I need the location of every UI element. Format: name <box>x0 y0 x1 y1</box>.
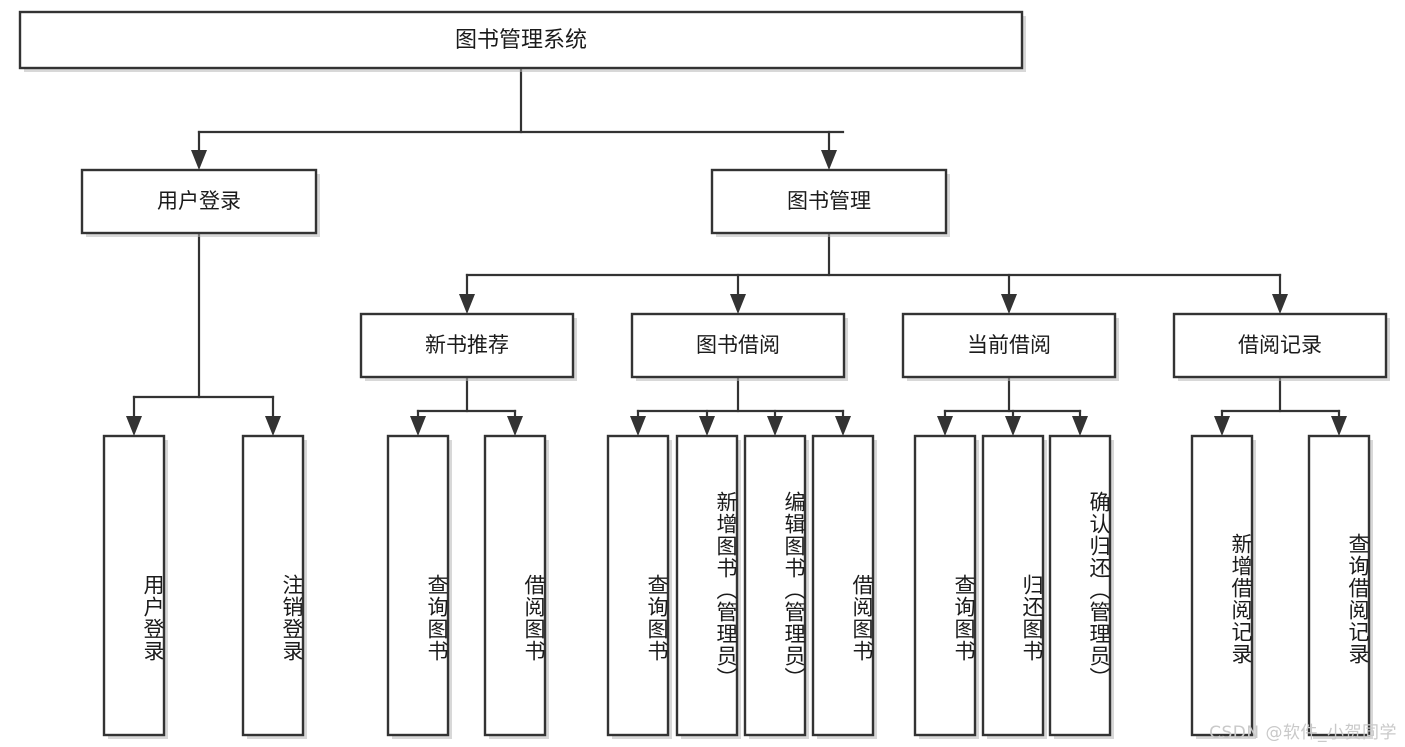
arrow-to-book-borrow <box>730 294 746 314</box>
leaf-query-book-1[interactable] <box>386 434 452 739</box>
arrow-to-book-manage <box>821 150 837 170</box>
leaf-borrow-book-1-box[interactable] <box>483 434 547 737</box>
arrow-leaf-confirm-return <box>1072 416 1088 436</box>
leaf-logout[interactable] <box>241 434 307 739</box>
current-borrow-label: 当前借阅 <box>967 333 1051 357</box>
node-new-book-recommend[interactable]: 新书推荐 <box>359 312 577 381</box>
leaf-query-record-box[interactable] <box>1307 434 1371 737</box>
node-user-login[interactable]: 用户登录 <box>80 168 320 237</box>
leaf-confirm-return[interactable] <box>1048 434 1114 739</box>
node-current-borrow[interactable]: 当前借阅 <box>901 312 1119 381</box>
leaf-add-record-box[interactable] <box>1190 434 1254 737</box>
leaf-query-record[interactable] <box>1307 434 1373 739</box>
leaf-user-login[interactable] <box>102 434 168 739</box>
leaf-query-book-3[interactable] <box>913 434 979 739</box>
arrow-leaf-query-book-2 <box>630 416 646 436</box>
arrow-leaf-query-book-3 <box>937 416 953 436</box>
node-book-manage[interactable]: 图书管理 <box>710 168 950 237</box>
leaf-confirm-return-box[interactable] <box>1048 434 1112 737</box>
leaf-query-book-3-box[interactable] <box>913 434 977 737</box>
watermark-text: CSDN @软件_小贺同学 <box>1209 723 1397 743</box>
leaf-edit-book[interactable] <box>743 434 809 739</box>
current-borrow-box[interactable] <box>901 312 1117 379</box>
arrow-leaf-borrow-book-1 <box>507 416 523 436</box>
book-manage-label: 图书管理 <box>787 189 871 213</box>
leaf-return-book-box[interactable] <box>981 434 1045 737</box>
user-login-box[interactable] <box>80 168 318 235</box>
user-login-label: 用户登录 <box>157 189 241 213</box>
node-root[interactable]: 图书管理系统 <box>18 10 1026 72</box>
arrow-leaf-edit-book <box>767 416 783 436</box>
new-book-label: 新书推荐 <box>425 333 509 357</box>
arrow-leaf-borrow-book-2 <box>835 416 851 436</box>
book-borrow-label: 图书借阅 <box>696 333 780 357</box>
leaf-borrow-book-2-box[interactable] <box>811 434 875 737</box>
leaf-query-book-1-box[interactable] <box>386 434 450 737</box>
leaf-query-book-2[interactable] <box>606 434 672 739</box>
leaf-borrow-book-1[interactable] <box>483 434 549 739</box>
arrow-leaf-return-book <box>1005 416 1021 436</box>
arrow-leaf-query-record <box>1331 416 1347 436</box>
leaf-add-record[interactable] <box>1190 434 1256 739</box>
leaf-add-book-box[interactable] <box>675 434 739 737</box>
leaf-edit-book-box[interactable] <box>743 434 807 737</box>
leaf-borrow-book-2[interactable] <box>811 434 877 739</box>
arrow-leaf-add-book <box>699 416 715 436</box>
arrow-to-new-book <box>459 294 475 314</box>
node-book-borrow[interactable]: 图书借阅 <box>630 312 848 381</box>
arrow-leaf-user-login <box>126 416 142 436</box>
arrow-leaf-query-book-1 <box>410 416 426 436</box>
root-label: 图书管理系统 <box>455 28 587 53</box>
root-box[interactable] <box>18 10 1024 70</box>
leaf-user-login-box[interactable] <box>102 434 166 737</box>
arrow-to-current-borrow <box>1001 294 1017 314</box>
borrow-record-label: 借阅记录 <box>1238 333 1322 357</box>
leaf-return-book[interactable] <box>981 434 1047 739</box>
arrow-to-borrow-record <box>1272 294 1288 314</box>
book-borrow-box[interactable] <box>630 312 846 379</box>
node-borrow-record[interactable]: 借阅记录 <box>1172 312 1390 381</box>
borrow-record-box[interactable] <box>1172 312 1388 379</box>
arrow-leaf-add-record <box>1214 416 1230 436</box>
leaf-query-book-2-box[interactable] <box>606 434 670 737</box>
book-manage-box[interactable] <box>710 168 948 235</box>
new-book-box[interactable] <box>359 312 575 379</box>
arrow-to-user-login <box>191 150 207 170</box>
arrow-leaf-logout <box>265 416 281 436</box>
leaf-add-book[interactable] <box>675 434 741 739</box>
connector-layer <box>126 66 1347 436</box>
leaf-logout-box[interactable] <box>241 434 305 737</box>
